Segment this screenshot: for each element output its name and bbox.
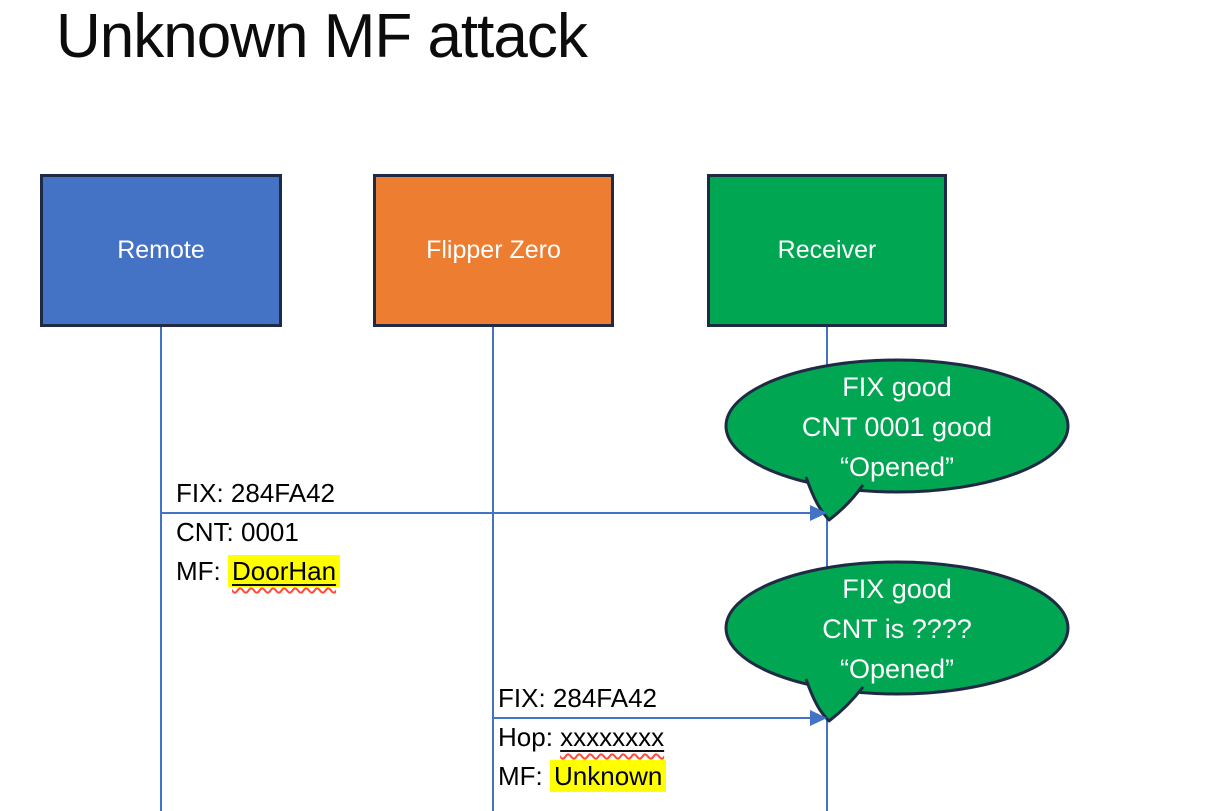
hop-value: xxxxxxxx: [560, 722, 665, 752]
actor-box-receiver: Receiver: [707, 174, 947, 327]
message-arrow-2-line: [494, 717, 811, 719]
highlighted-value: DoorHan: [228, 555, 341, 587]
callout-1-text: FIX good CNT 0001 good “Opened”: [727, 367, 1067, 487]
actor-label-remote: Remote: [117, 236, 205, 264]
message-2-labels: FIX: 284FA42 Hop: xxxxxxxx MF: Unknown: [498, 679, 667, 796]
actor-label-receiver: Receiver: [777, 236, 877, 264]
message-1-line-fix: FIX: 284FA42: [176, 478, 335, 508]
callout-2-line-1: FIX good: [842, 574, 952, 604]
slide-title: Unknown MF attack: [56, 2, 588, 71]
lifeline-flipper-zero: [492, 327, 494, 811]
arrowhead-icon: [810, 505, 827, 521]
callout-2-text: FIX good CNT is ???? “Opened”: [727, 569, 1067, 689]
callout-1-line-2: CNT 0001 good: [801, 412, 993, 442]
spellcheck-squiggle: xxxxxxxx: [560, 722, 664, 752]
mf-prefix: MF:: [176, 556, 228, 586]
highlighted-value mf-value-unknown: Unknown: [550, 760, 667, 792]
message-1-line-cnt: CNT: 0001: [176, 517, 299, 547]
message-2-line-hop: Hop: xxxxxxxx: [498, 718, 666, 757]
message-2-line-mf: MF: Unknown: [498, 757, 667, 796]
actor-box-flipper-zero: Flipper Zero: [373, 174, 614, 327]
hop-prefix: Hop:: [498, 722, 561, 752]
mf-prefix: MF:: [498, 761, 550, 791]
spellcheck-squiggle: DoorHan: [232, 556, 336, 586]
callout-1-line-1: FIX good: [842, 372, 952, 402]
arrowhead-icon: [810, 710, 827, 726]
message-1-labels: FIX: 284FA42 CNT: 0001 MF: DoorHan: [176, 474, 341, 591]
callout-2-line-2: CNT is ????: [822, 614, 972, 644]
callout-1-line-3: “Opened”: [839, 452, 955, 482]
message-1-line-mf: MF: DoorHan: [176, 552, 341, 591]
lifeline-remote: [160, 327, 162, 811]
actor-box-remote: Remote: [40, 174, 282, 327]
message-2-line-fix: FIX: 284FA42: [498, 683, 657, 713]
message-arrow-1-line: [161, 512, 811, 514]
actor-label-flipper-zero: Flipper Zero: [426, 236, 561, 264]
callout-2-line-3: “Opened”: [839, 654, 955, 684]
mf-value-doorhan: DoorHan: [232, 556, 337, 586]
